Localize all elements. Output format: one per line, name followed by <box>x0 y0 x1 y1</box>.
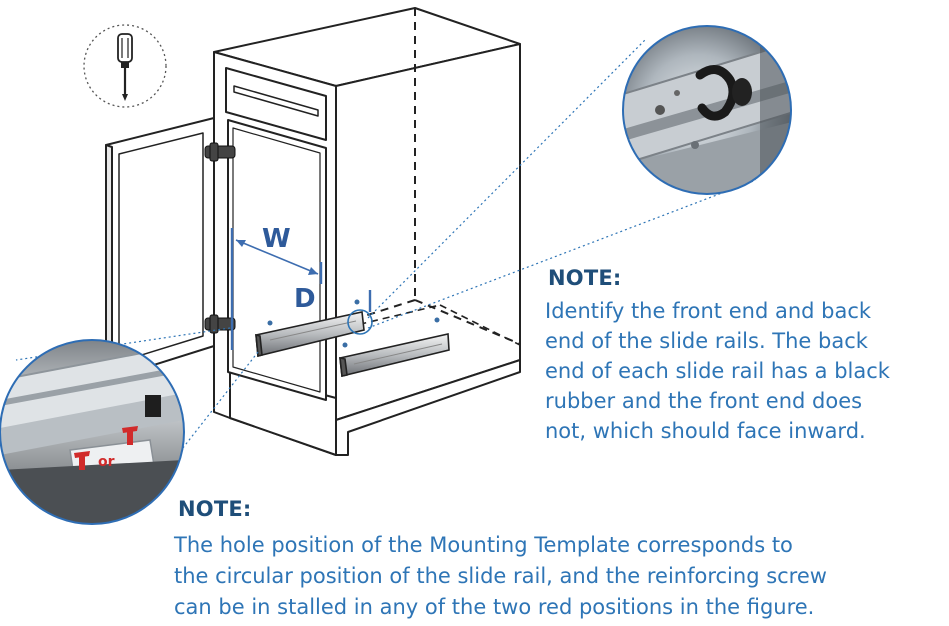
note-right-line: rubber and the front end does <box>545 389 863 413</box>
screw-position-closeup: or <box>0 339 185 525</box>
cabinet-door <box>105 117 215 383</box>
left-slide-rail <box>255 309 373 358</box>
red-screw-left <box>74 451 90 470</box>
note-right-line: not, which should face inward. <box>545 419 866 443</box>
depth-label: D <box>294 284 316 314</box>
door-hinges <box>204 142 236 334</box>
note-bottom-line: the circular position of the slide rail,… <box>174 564 827 588</box>
note-bottom-line: The hole position of the Mounting Templa… <box>174 533 793 557</box>
note-bottom-line: can be in stalled in any of the two red … <box>174 595 815 619</box>
note-bottom-title: NOTE: <box>178 497 252 521</box>
width-label: W <box>262 224 291 254</box>
base-cabinet <box>213 7 521 456</box>
note-bottom-body: The hole position of the Mounting Templa… <box>174 530 949 623</box>
screwdriver-icon <box>83 24 167 108</box>
note-right-line: end of each slide rail has a black <box>545 359 890 383</box>
note-right-body: Identify the front end and back end of t… <box>545 296 945 446</box>
rail-rubber-closeup <box>622 25 792 195</box>
note-right-line: Identify the front end and back <box>545 299 872 323</box>
or-label: or <box>98 454 115 470</box>
red-screw-right <box>122 426 138 445</box>
note-right-line: end of the slide rails. The back <box>545 329 868 353</box>
right-slide-rail <box>339 333 450 377</box>
mounting-screws <box>267 299 440 348</box>
note-right-title: NOTE: <box>548 266 622 290</box>
width-dimension <box>230 228 323 350</box>
